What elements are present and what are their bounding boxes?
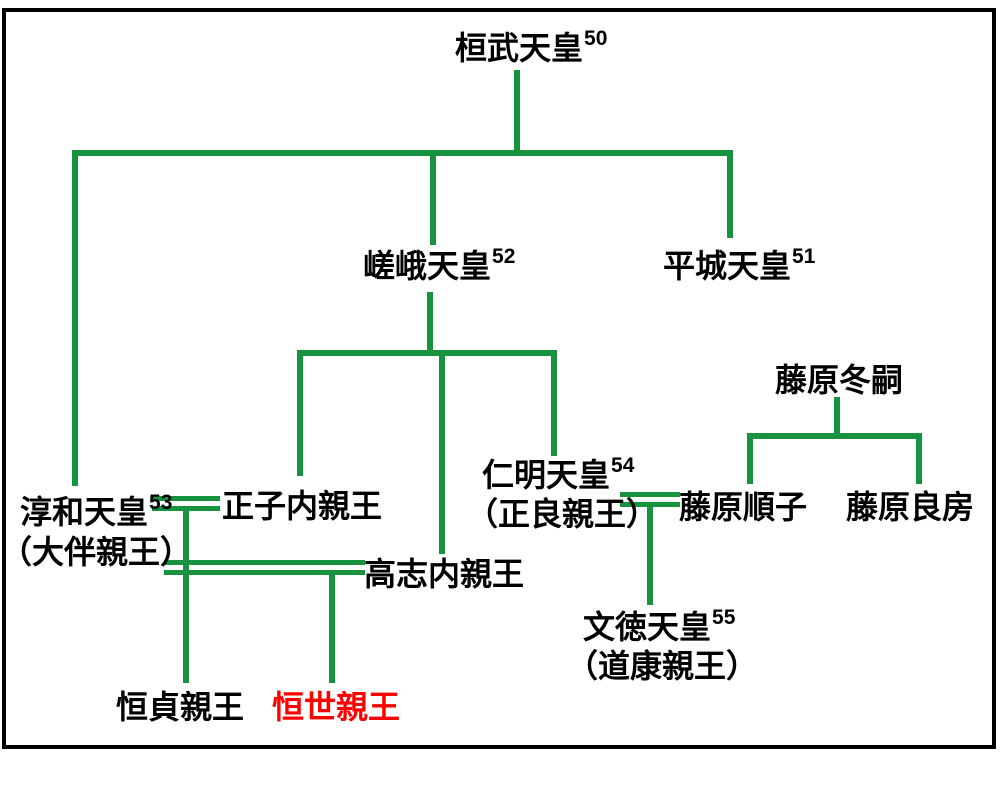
diagram-border <box>2 8 996 749</box>
line-saga-stem <box>427 292 433 354</box>
node-saga-name: 嵯峨天皇 <box>363 248 492 284</box>
line-to-saga <box>430 150 436 245</box>
node-yoshifusa: 藤原良房 <box>846 489 975 525</box>
line-to-yoshifusa <box>916 433 922 484</box>
line-to-tsuneyo <box>329 573 335 683</box>
node-saga: 嵯峨天皇52 <box>363 245 515 285</box>
line-kanmu-children-bar <box>72 150 733 156</box>
node-heizei-number: 51 <box>792 245 816 268</box>
line-fuyutsugu-stem <box>834 397 840 437</box>
line-to-koshi <box>439 350 445 554</box>
marriage-junna-koshi-line1 <box>164 560 365 565</box>
node-saga-number: 52 <box>492 245 516 268</box>
node-kanmu-number: 50 <box>584 27 608 50</box>
line-to-ninmyo <box>551 350 557 456</box>
node-heizei: 平城天皇51 <box>663 245 815 285</box>
marriage-ninmyo-junshi-line1 <box>620 492 680 497</box>
node-ninmyo: 仁明天皇54 <box>482 454 634 494</box>
line-to-masako <box>297 350 303 476</box>
line-to-montoku <box>647 505 653 605</box>
line-to-junna <box>72 150 78 486</box>
node-montoku-name: 文徳天皇 <box>583 609 712 645</box>
node-kanmu-name: 桓武天皇 <box>455 30 584 66</box>
marriage-junna-masako-line2 <box>152 506 220 511</box>
marriage-junna-masako-line1 <box>152 496 220 501</box>
line-to-tsunesada <box>183 509 189 683</box>
node-junna-alias: （大伴親王） <box>0 534 193 570</box>
node-junna: 淳和天皇53 <box>20 491 172 531</box>
node-ninmyo-name: 仁明天皇 <box>482 457 611 493</box>
node-junna-name: 淳和天皇 <box>20 494 149 530</box>
line-saga-children-bar <box>297 350 557 356</box>
node-montoku-alias: （道康親王） <box>566 648 759 684</box>
line-to-junshi <box>747 433 753 484</box>
marriage-ninmyo-junshi-line2 <box>620 502 680 507</box>
node-junshi: 藤原順子 <box>679 489 808 525</box>
node-montoku-number: 55 <box>712 606 736 629</box>
line-fuyutsugu-children-bar <box>747 433 922 439</box>
node-ninmyo-alias: （正良親王） <box>466 496 659 532</box>
node-junna-number: 53 <box>149 491 173 514</box>
node-tsunesada: 恒貞親王 <box>116 689 245 725</box>
node-fuyutsugu: 藤原冬嗣 <box>775 362 904 398</box>
marriage-junna-koshi-line2 <box>164 570 365 575</box>
node-montoku: 文徳天皇55 <box>583 606 735 646</box>
line-kanmu-stem <box>514 70 520 154</box>
node-koshi: 高志内親王 <box>364 556 525 592</box>
node-masako: 正子内親王 <box>222 488 383 524</box>
node-kanmu: 桓武天皇50 <box>455 27 607 67</box>
node-tsuneyo: 恒世親王 <box>272 689 401 725</box>
line-to-heizei <box>727 150 733 238</box>
node-heizei-name: 平城天皇 <box>663 248 792 284</box>
node-ninmyo-number: 54 <box>611 454 635 477</box>
